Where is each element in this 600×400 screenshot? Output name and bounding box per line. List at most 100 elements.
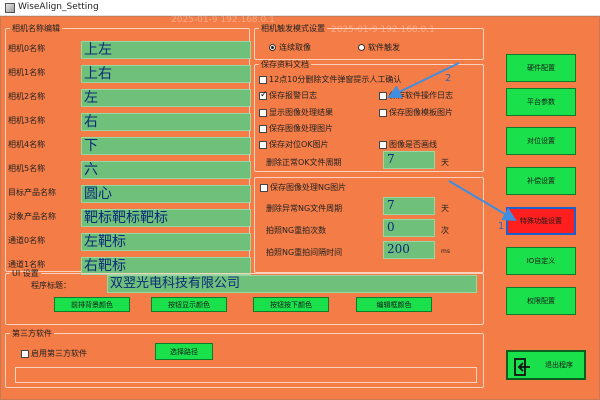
camera-5-label: 相机5名称: [8, 164, 46, 173]
foreground-color-button[interactable]: 前排背景颜色: [54, 297, 130, 312]
camera-3-name-input[interactable]: 右: [81, 113, 251, 131]
continuous-capture-radio[interactable]: 连续取像: [269, 42, 311, 53]
camera-2-row: 相机2名称 左: [8, 88, 251, 108]
checkbox-box: [259, 109, 267, 117]
save-ng-img-label: 保存图像处理NG图片: [270, 183, 347, 192]
camera-0-label: 相机0名称: [8, 44, 46, 53]
save-template-img-label: 保存图像模板图片: [389, 108, 453, 117]
ui-settings-group: UI 设置: [5, 269, 484, 325]
camera-2-name-input[interactable]: 左: [81, 89, 251, 107]
camera-5-name-input[interactable]: 六: [81, 161, 251, 179]
io-custom-button[interactable]: IO自定义: [506, 247, 576, 275]
checkbox-box: [379, 109, 387, 117]
camera-0-name-input[interactable]: 上左: [81, 41, 251, 59]
camera-1-label: 相机1名称: [8, 68, 46, 77]
save-proc-img-checkbox[interactable]: 保存图像处理图片: [259, 124, 333, 134]
delete-ok-period-input[interactable]: 7: [383, 151, 435, 169]
channel-0-name-input[interactable]: 左靶标: [81, 233, 251, 251]
save-alarm-log-label: 保存报警日志: [269, 91, 317, 100]
special-function-settings-button[interactable]: 特殊功能设置: [506, 207, 576, 235]
camera-2-label: 相机2名称: [8, 92, 46, 101]
compensation-settings-button[interactable]: 补偿设置: [506, 167, 576, 195]
watermark: 2025-01-9 192.168.0.1: [171, 15, 275, 25]
ng-retry-interval-input[interactable]: 200: [383, 241, 435, 259]
delete-ok-period-unit: 天: [441, 158, 449, 167]
target-product-label: 目标产品名称: [8, 188, 56, 197]
trigger-mode-group-title: 相机触发模式设置: [261, 24, 325, 33]
notify-delete-checkbox[interactable]: 12点10分删除文件弹窗提示人工确认: [259, 75, 401, 85]
save-template-img-checkbox[interactable]: 保存图像模板图片: [379, 108, 453, 118]
save-ok-img-checkbox[interactable]: 保存对位OK图片: [259, 140, 329, 150]
draw-line-checkbox[interactable]: 图像是否画线: [379, 140, 437, 150]
camera-1-row: 相机1名称 上右: [8, 64, 251, 84]
save-alarm-log-checkbox[interactable]: 保存报警日志: [259, 90, 317, 101]
watermark: 2025-01-9 192.168.0.1: [331, 25, 435, 35]
exit-icon: [514, 358, 530, 376]
save-proc-img-label: 保存图像处理图片: [269, 124, 333, 133]
save-op-log-checkbox[interactable]: 保存软件操作日志: [379, 91, 453, 101]
program-title-input[interactable]: 双翌光电科技有限公司: [107, 275, 477, 293]
ng-retry-interval-unit: ms: [441, 248, 450, 255]
object-product-row: 对象产品名称 靶标靶标靶标: [8, 208, 251, 228]
ng-retry-interval-label: 拍照NG重拍间隔时间: [266, 248, 343, 257]
channel-1-label: 通道1名称: [8, 260, 46, 269]
app-icon: [5, 3, 15, 13]
button-display-color-button[interactable]: 按钮显示颜色: [151, 297, 227, 312]
software-trigger-radio[interactable]: 软件触发: [358, 42, 400, 53]
channel-1-name-input[interactable]: 右靶标: [81, 257, 251, 275]
save-ok-img-label: 保存对位OK图片: [269, 140, 329, 149]
exit-program-button[interactable]: 退出程序: [506, 350, 586, 380]
target-product-name-input[interactable]: 圆心: [81, 185, 251, 203]
ng-settings-group: [254, 177, 484, 273]
radio-dot: [358, 44, 365, 51]
permission-config-button[interactable]: 权限配置: [506, 287, 576, 315]
program-title-label: 程序标题：: [31, 281, 71, 290]
continuous-capture-label: 连续取像: [279, 43, 311, 52]
ng-retry-count-unit: 次: [441, 226, 449, 235]
third-party-group-title: 第三方软件: [12, 329, 52, 338]
ng-retry-count-label: 拍照NG重拍次数: [266, 226, 327, 235]
delete-ng-period-input[interactable]: 7: [383, 197, 435, 215]
third-party-group: 第三方软件: [5, 329, 484, 388]
radio-dot: [269, 44, 276, 51]
camera-name-group-title: 相机名称编辑: [12, 24, 60, 33]
save-op-log-label: 保存软件操作日志: [389, 91, 453, 100]
alignment-settings-button[interactable]: 对位设置: [506, 127, 576, 155]
checkbox-box: [259, 141, 267, 149]
ng-retry-count-input[interactable]: 0: [383, 219, 435, 237]
enable-third-party-checkbox[interactable]: 启用第三方软件: [21, 349, 87, 359]
save-ng-img-checkbox[interactable]: 保存图像处理NG图片: [260, 183, 346, 193]
channel-0-row: 通道0名称 左靶标: [8, 232, 251, 252]
checkbox-box: [379, 141, 387, 149]
ui-settings-group-title: UI 设置: [12, 269, 39, 278]
settings-client-area: 2025-01-9 192.168.0.1 2025-01-9 192.168.…: [0, 15, 600, 400]
checkbox-box: [379, 92, 387, 100]
window-titlebar: WiseAlign_Setting: [0, 0, 600, 16]
camera-5-row: 相机5名称 六: [8, 160, 251, 180]
camera-3-label: 相机3名称: [8, 116, 46, 125]
platform-params-button[interactable]: 平台参数: [506, 88, 576, 116]
delete-ng-period-unit: 天: [441, 204, 449, 213]
save-docs-group-title: 保存资料文档: [261, 60, 309, 69]
editbox-color-button[interactable]: 编辑框颜色: [356, 297, 432, 312]
checkbox-box: [259, 90, 268, 100]
hardware-config-button[interactable]: 硬件配置: [506, 54, 576, 82]
exit-program-label: 退出程序: [545, 361, 573, 369]
choose-path-button[interactable]: 选择路径: [155, 343, 213, 360]
object-product-label: 对象产品名称: [8, 212, 56, 221]
camera-4-name-input[interactable]: 下: [81, 137, 251, 155]
show-result-checkbox[interactable]: 显示图像处理结果: [259, 108, 333, 118]
draw-line-label: 图像是否画线: [389, 140, 437, 149]
camera-0-row: 相机0名称 上左: [8, 40, 251, 60]
object-product-name-input[interactable]: 靶标靶标靶标: [81, 209, 251, 227]
annotation-number-2: 2: [445, 73, 452, 84]
camera-1-name-input[interactable]: 上右: [81, 65, 251, 83]
third-party-path-field[interactable]: [15, 367, 477, 383]
checkbox-box: [260, 184, 268, 192]
button-pressed-color-button[interactable]: 按钮按下颜色: [253, 297, 329, 312]
delete-ok-period-label: 删除正常OK文件周期: [266, 158, 342, 167]
camera-4-row: 相机4名称 下: [8, 136, 251, 156]
delete-ng-period-label: 删除异常NG文件周期: [266, 204, 343, 213]
show-result-label: 显示图像处理结果: [269, 108, 333, 117]
checkbox-box: [21, 350, 29, 358]
